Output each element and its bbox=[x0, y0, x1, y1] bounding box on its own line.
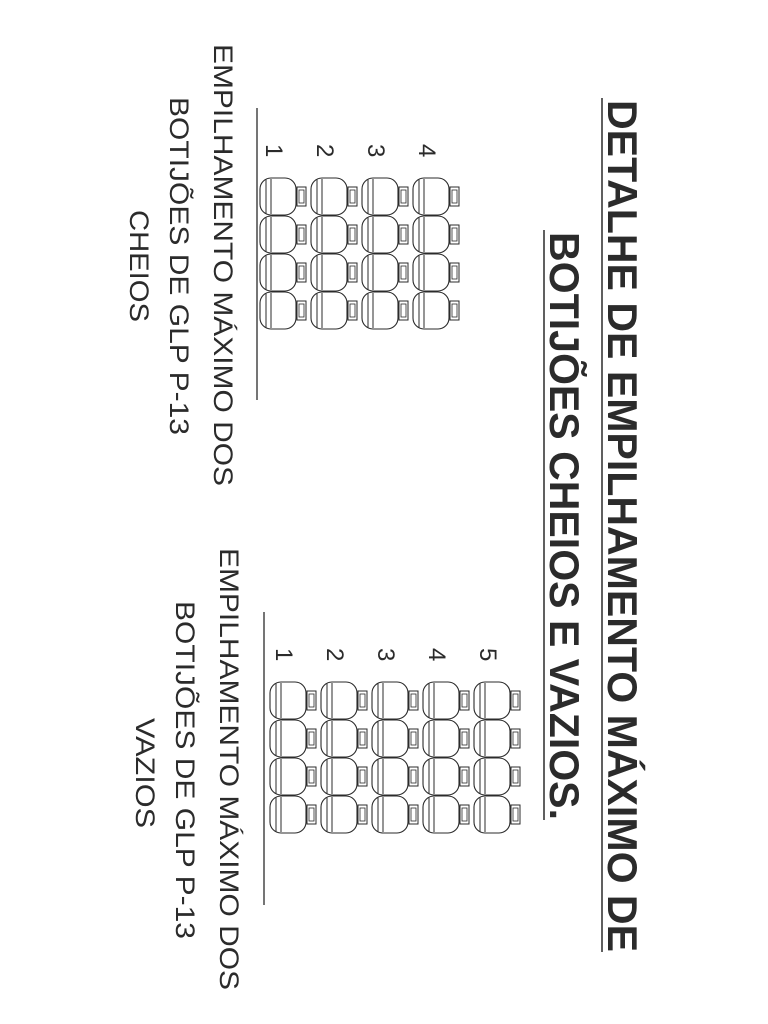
stack-cheios-label-line-1: EMPILHAMENTO MÁXIMO DOS bbox=[208, 44, 238, 486]
gas-cylinder bbox=[259, 291, 307, 330]
gas-cylinder bbox=[371, 681, 419, 720]
gas-cylinder bbox=[473, 757, 521, 796]
layer-number: 1 bbox=[270, 648, 297, 661]
gas-cylinder bbox=[422, 719, 470, 758]
stack-vazios-label-line-1: EMPILHAMENTO MÁXIMO DOS bbox=[214, 548, 244, 990]
title-block: DETALHE DE EMPILHAMENTO MÁXIMO DE BOTIJÕ… bbox=[541, 98, 646, 952]
gas-cylinder bbox=[422, 795, 470, 834]
gas-cylinder bbox=[310, 253, 358, 292]
gas-cylinder bbox=[361, 253, 409, 292]
gas-cylinder bbox=[361, 291, 409, 330]
gas-cylinder bbox=[259, 177, 307, 216]
layer-number: 4 bbox=[423, 648, 450, 661]
gas-cylinder bbox=[361, 177, 409, 216]
stack-cheios-label-line-3: CHEIOS bbox=[124, 210, 154, 322]
layer-number: 4 bbox=[413, 144, 440, 157]
gas-cylinder bbox=[320, 681, 368, 720]
stack-cheios-label: EMPILHAMENTO MÁXIMO DOS BOTIJÕES DE GLP … bbox=[124, 44, 238, 486]
gas-cylinder bbox=[371, 795, 419, 834]
gas-cylinder bbox=[422, 681, 470, 720]
gas-cylinder bbox=[310, 215, 358, 254]
gas-cylinder bbox=[422, 757, 470, 796]
layer-number: 1 bbox=[260, 144, 287, 157]
gas-cylinder bbox=[473, 795, 521, 834]
gas-cylinder bbox=[412, 291, 460, 330]
layer-number: 5 bbox=[474, 648, 501, 661]
gas-cylinder bbox=[310, 177, 358, 216]
gas-cylinder bbox=[412, 215, 460, 254]
stack-vazios-label: EMPILHAMENTO MÁXIMO DOS BOTIJÕES DE GLP … bbox=[130, 548, 244, 990]
layer-number: 2 bbox=[321, 648, 348, 661]
layer-number: 3 bbox=[372, 648, 399, 661]
gas-cylinder bbox=[412, 253, 460, 292]
title-line-1: DETALHE DE EMPILHAMENTO MÁXIMO DE bbox=[599, 100, 646, 952]
gas-cylinder bbox=[473, 719, 521, 758]
stack-vazios-diagram: 1 2 3 4 5 bbox=[263, 612, 521, 905]
gas-cylinder bbox=[371, 757, 419, 796]
gas-cylinder bbox=[320, 795, 368, 834]
stack-vazios-label-line-2: BOTIJÕES DE GLP P-13 bbox=[170, 601, 201, 939]
stack-cheios-label-line-2: BOTIJÕES DE GLP P-13 bbox=[164, 97, 195, 435]
gas-cylinder bbox=[361, 215, 409, 254]
gas-cylinder bbox=[269, 681, 317, 720]
stack-vazios-label-line-3: VAZIOS bbox=[130, 718, 160, 828]
gas-cylinder bbox=[412, 177, 460, 216]
gas-cylinder bbox=[269, 757, 317, 796]
gas-cylinder bbox=[259, 215, 307, 254]
gas-cylinder bbox=[320, 757, 368, 796]
gas-cylinder bbox=[269, 719, 317, 758]
gas-cylinder bbox=[259, 253, 307, 292]
layer-number: 2 bbox=[311, 144, 338, 157]
gas-cylinder bbox=[310, 291, 358, 330]
gas-cylinder bbox=[473, 681, 521, 720]
layer-number: 3 bbox=[362, 144, 389, 157]
gas-cylinder bbox=[320, 719, 368, 758]
gas-cylinder bbox=[371, 719, 419, 758]
gas-cylinder bbox=[269, 795, 317, 834]
stack-cheios-diagram: 1 2 3 4 bbox=[256, 108, 460, 400]
title-line-2: BOTIJÕES CHEIOS E VAZIOS. bbox=[541, 232, 589, 820]
